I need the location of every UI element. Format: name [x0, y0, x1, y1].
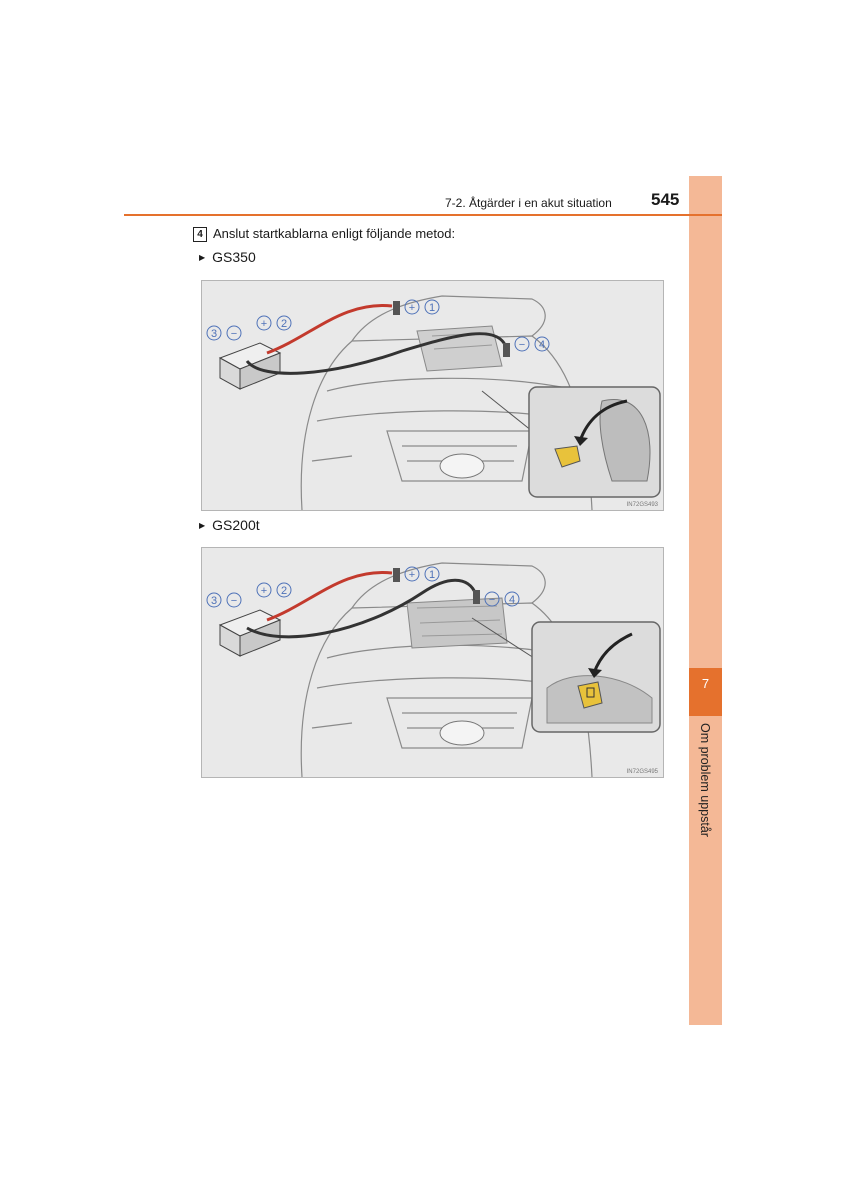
callout-minus-4: −: [489, 594, 495, 606]
model-name: GS200t: [212, 517, 259, 533]
callout-minus-3: −: [231, 328, 237, 340]
engine-illustration: + 1 + 2 3 − − 4: [202, 281, 663, 510]
callout-number-4: 4: [509, 594, 515, 606]
figure-gs200t: + 1 + 2 3 − − 4 IN72GS495: [201, 547, 664, 778]
chapter-title: Om problem uppstår: [698, 723, 712, 837]
model-label-gs350: ▶ GS350: [199, 249, 256, 265]
figure-code: IN72GS493: [627, 502, 658, 508]
callout-number-3: 3: [211, 328, 217, 340]
chapter-number: 7: [689, 676, 722, 691]
callout-number-2: 2: [281, 585, 287, 597]
figure-gs350: + 1 + 2 3 − − 4 IN72GS493: [201, 280, 664, 511]
callout-plus-1: +: [409, 569, 415, 581]
callout-number-3: 3: [211, 595, 217, 607]
engine-illustration: + 1 + 2 3 − − 4: [202, 548, 663, 777]
callout-minus-3: −: [231, 595, 237, 607]
model-name: GS350: [212, 249, 256, 265]
triangle-bullet-icon: ▶: [199, 521, 205, 530]
callout-minus-4: −: [519, 339, 525, 351]
page-number: 545: [651, 190, 679, 210]
callout-plus-1: +: [409, 302, 415, 314]
callout-plus-2: +: [261, 585, 267, 597]
callout-number-1: 1: [429, 302, 435, 314]
callout-plus-2: +: [261, 318, 267, 330]
model-label-gs200t: ▶ GS200t: [199, 517, 260, 533]
step-instruction: 4 Anslut startkablarna enligt följande me…: [193, 226, 455, 242]
callout-number-1: 1: [429, 569, 435, 581]
header-rule: [124, 214, 722, 216]
step-text: Anslut startkablarna enligt följande met…: [213, 226, 455, 241]
callout-number-4: 4: [539, 339, 545, 351]
callout-number-2: 2: [281, 318, 287, 330]
chapter-side-tab: 7 Om problem uppstår: [689, 176, 722, 1025]
triangle-bullet-icon: ▶: [199, 253, 205, 262]
step-number: 4: [193, 227, 207, 242]
figure-code: IN72GS495: [627, 769, 658, 775]
section-title: 7-2. Åtgärder i en akut situation: [445, 196, 612, 210]
